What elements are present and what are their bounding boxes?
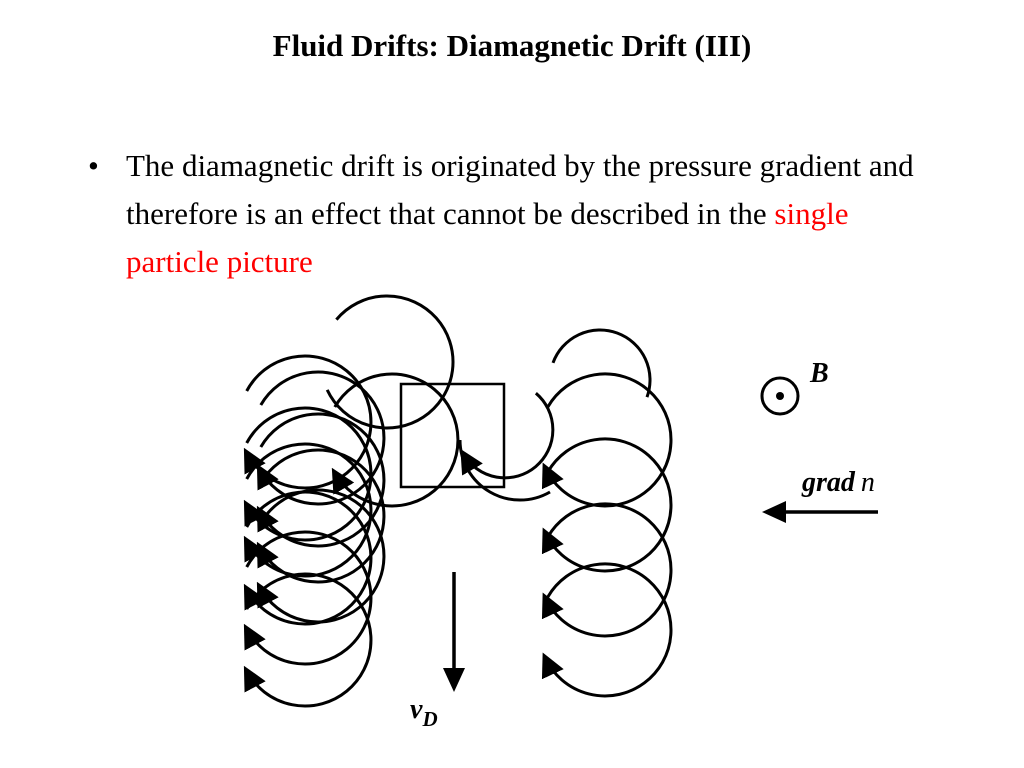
bullet-text-main: The diamagnetic drift is originated by t…: [126, 148, 914, 231]
gyration-orbit-icon: [325, 294, 455, 430]
field-out-of-page-icon: [760, 376, 800, 416]
drift-velocity-arrowhead: [443, 668, 465, 692]
slide-title: Fluid Drifts: Diamagnetic Drift (III): [272, 28, 752, 63]
gyration-orbit-icon: [243, 354, 373, 490]
gyration-orbit-icon: [331, 372, 460, 508]
bullet-point: • The diamagnetic drift is originated by…: [88, 142, 948, 286]
gyration-orbit-icon: [256, 448, 386, 584]
gyration-orbit-icon: [256, 370, 386, 506]
bullet-text-highlight: single particle picture: [126, 196, 849, 279]
gyration-orbit-icon: [460, 392, 555, 480]
field-dot: [776, 392, 784, 400]
gyration-orbits: [243, 294, 673, 708]
gyration-orbit-icon: [243, 530, 373, 666]
gyration-orbit-icon: [542, 372, 673, 508]
gyration-orbit-icon: [243, 490, 373, 626]
gyration-orbit-icon: [256, 412, 386, 548]
bullet-dot: •: [88, 148, 99, 183]
gyration-orbit-icon: [542, 502, 673, 638]
grad-n-arrowhead: [762, 501, 786, 523]
gyration-orbit-icon: [542, 562, 673, 698]
drift-velocity-label: vD: [410, 694, 438, 731]
bullet-text: The diamagnetic drift is originated by t…: [126, 142, 948, 286]
gyration-orbit-icon: [551, 328, 652, 398]
b-field-label: B: [809, 358, 829, 389]
fluid-element-box: [399, 382, 506, 489]
gyration-orbit-icon: [458, 439, 551, 502]
gyration-orbit-icon: [256, 488, 386, 624]
